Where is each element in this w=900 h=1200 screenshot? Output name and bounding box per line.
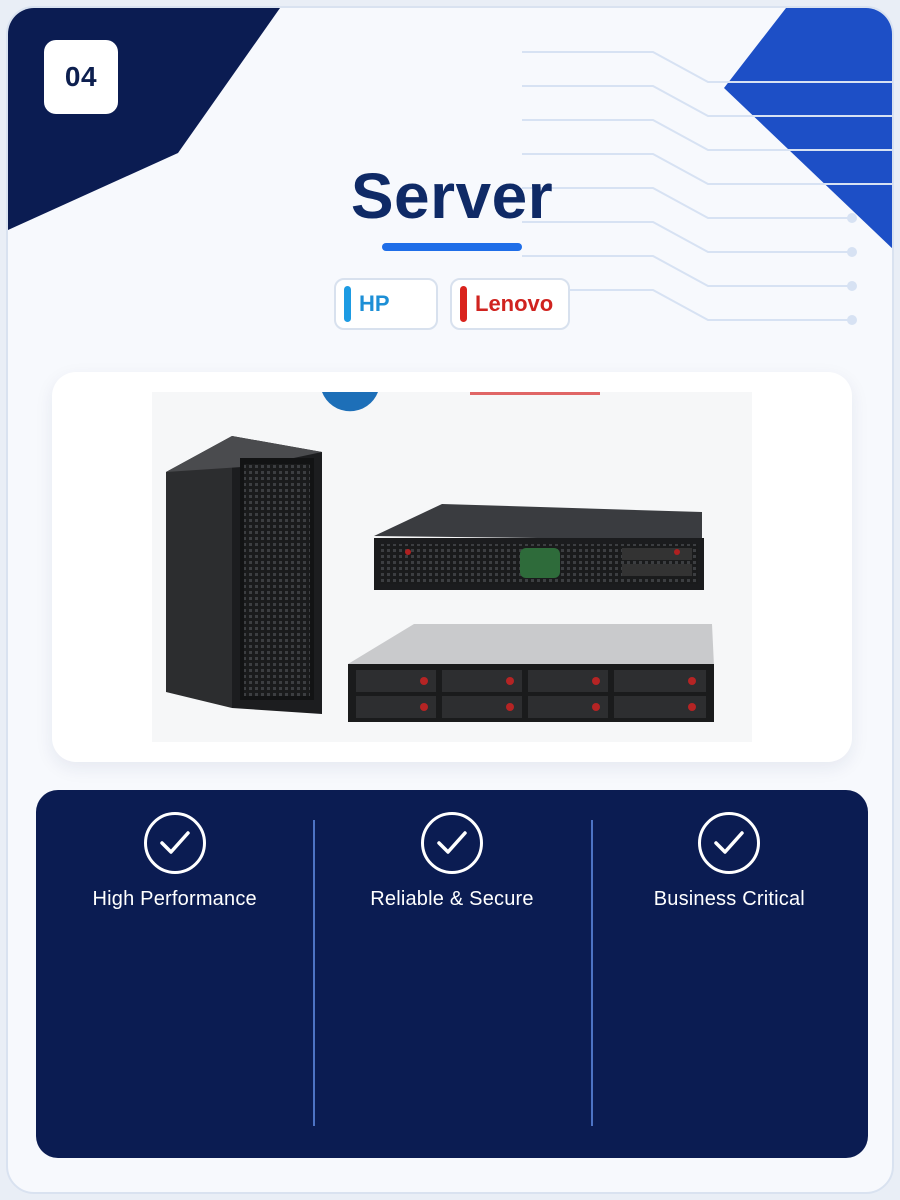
circuit-dots xyxy=(847,213,857,325)
feature-business-critical: Business Critical xyxy=(590,790,868,1158)
features-panel: High Performance Reliable & Secure Busin… xyxy=(36,790,868,1158)
top-right-blue-shape xyxy=(724,8,892,249)
rack-server-top xyxy=(374,504,704,590)
rack-server-bottom xyxy=(348,624,714,722)
brand-tag-hp[interactable]: HP xyxy=(334,278,438,330)
brand-tag-lenovo[interactable]: Lenovo xyxy=(450,278,570,330)
feature-label: High Performance xyxy=(92,888,257,910)
circuit-lines xyxy=(522,51,892,321)
check-circle-icon xyxy=(698,812,761,874)
brand-label: HP xyxy=(359,291,390,316)
server-product-image xyxy=(152,392,752,742)
server-card: 04 Server HP Lenovo xyxy=(6,6,894,1194)
tower-server xyxy=(166,436,322,714)
feature-high-performance: High Performance xyxy=(36,790,313,1158)
feature-label: Reliable & Secure xyxy=(370,888,534,910)
title-underline xyxy=(382,243,522,251)
brand-color-bar xyxy=(344,286,351,322)
feature-label: Business Critical xyxy=(653,888,805,910)
brand-label: Lenovo xyxy=(475,291,554,316)
check-circle-icon xyxy=(420,812,483,874)
check-circle-icon xyxy=(143,812,206,874)
product-image-card xyxy=(52,372,852,762)
feature-reliable-secure: Reliable & Secure xyxy=(313,790,590,1158)
step-number-badge: 04 xyxy=(44,40,118,114)
brand-color-bar xyxy=(460,286,467,322)
page-title: Server xyxy=(350,160,554,232)
